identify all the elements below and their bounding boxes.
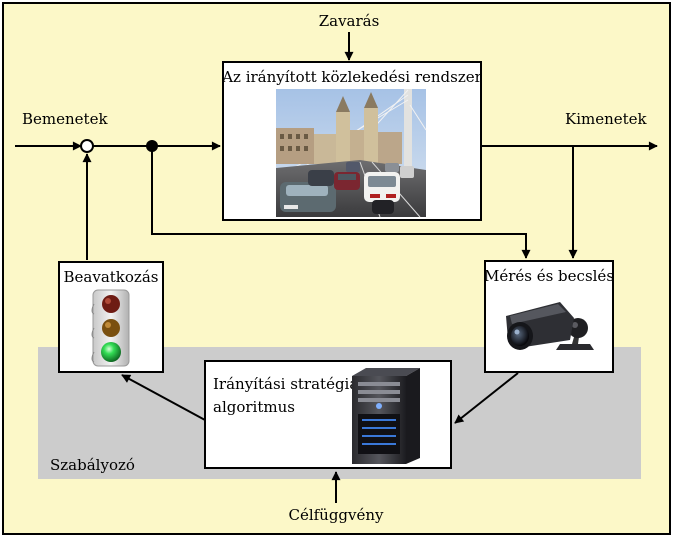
measurement-to-strategy-arrow — [454, 372, 519, 424]
computer-tower — [352, 368, 420, 464]
disturbance-label: Zavarás — [319, 12, 380, 30]
objective-label: Célfüggvény — [288, 506, 384, 524]
branch-point — [146, 140, 158, 152]
measurement-title: Mérés és becslés — [484, 267, 614, 285]
intervention-title: Beavatkozás — [64, 268, 159, 286]
system-block: Az irányított közlekedési rendszer — [221, 61, 483, 221]
traffic-light — [91, 289, 130, 367]
outputs-label: Kimenetek — [565, 110, 648, 128]
strategy-to-intervention-arrow — [121, 374, 206, 421]
summing-junction — [80, 139, 94, 153]
strategy-title-line2: algoritmus — [213, 398, 295, 416]
input-to-measurement-arrow — [151, 146, 531, 259]
measurement-block: Mérés és becslés — [484, 260, 614, 373]
strategy-block: Irányítási stratégia, algoritmus — [204, 360, 452, 469]
inputs-label: Bemenetek — [22, 110, 108, 128]
strategy-title-line1: Irányítási stratégia, — [213, 375, 363, 393]
intervention-block: Beavatkozás — [58, 261, 164, 373]
controller-label: Szabályozó — [50, 456, 135, 474]
security-camera — [506, 302, 594, 350]
system-title: Az irányított közlekedési rendszer — [221, 68, 482, 86]
traffic-street-photo — [276, 89, 427, 218]
